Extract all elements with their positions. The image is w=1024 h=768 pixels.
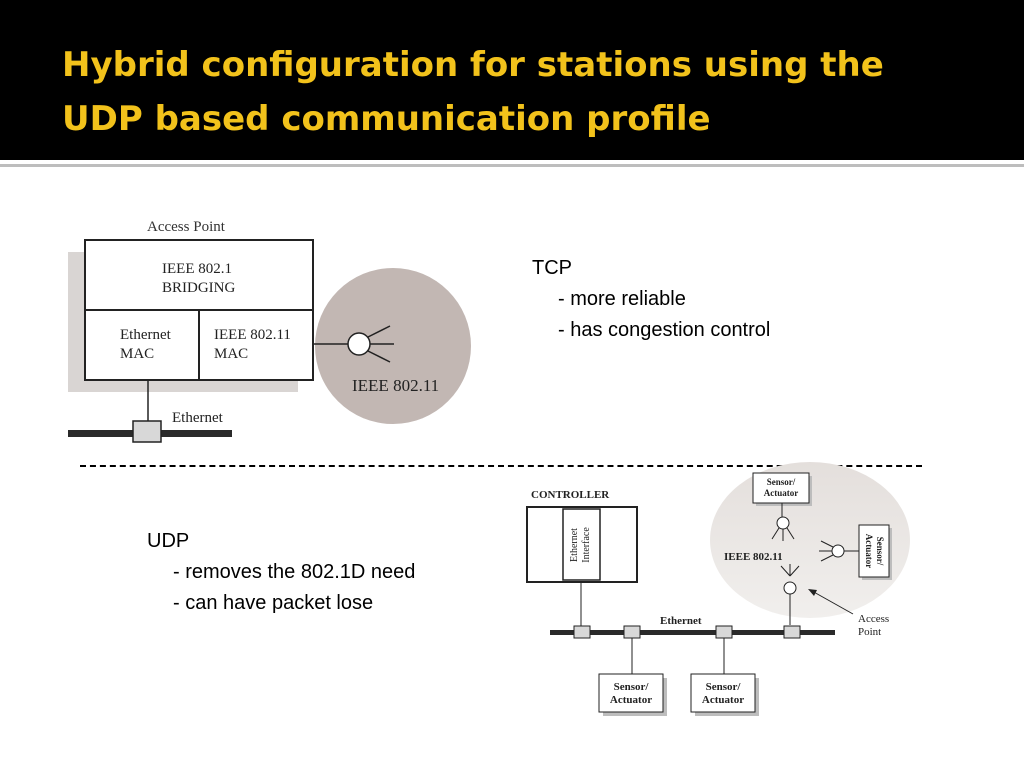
wireless-sensor-actuator-top: Sensor/ Actuator <box>752 472 812 506</box>
controller-ethernet-bus <box>550 630 835 635</box>
sensor-label-line1: Sensor/ <box>614 681 650 693</box>
tcp-notes: TCP - more reliable - has congestion con… <box>532 253 770 346</box>
ethernet-tap <box>783 625 801 639</box>
access-point-callout-line1: Access <box>858 613 889 625</box>
sensor-label-line2: Actuator <box>702 694 744 706</box>
wlan-mac-line1: IEEE 802.11 <box>214 327 291 343</box>
ethernet-mac-line1: Ethernet <box>120 327 172 343</box>
antenna-icon <box>347 325 394 363</box>
bridging-line1: IEEE 802.1 <box>162 261 232 277</box>
ethernet-tap <box>573 625 591 639</box>
udp-heading: UDP <box>147 530 190 552</box>
udp-point-8021d: - removes the 802.1D need <box>173 561 416 583</box>
wireless-label: IEEE 802.11 <box>352 376 439 395</box>
wired-sensor-actuator-1: Sensor/ Actuator <box>598 673 667 716</box>
ethernet-interface-text: Ethernet Interface <box>569 527 592 563</box>
sensor-label-line1: Sensor/ <box>706 681 742 693</box>
ethernet-tap <box>715 625 733 639</box>
wired-sensor-actuator-2: Sensor/ Actuator <box>690 673 759 716</box>
title-bar: Hybrid configuration for stations using … <box>0 0 1024 160</box>
wireless-coverage-circle <box>315 268 471 424</box>
sensor-label-line1: Sensor/ <box>875 537 885 566</box>
ethernet-tap <box>132 420 162 443</box>
tcp-point-congestion: - has congestion control <box>558 319 771 341</box>
access-point-antenna-icon <box>780 564 800 595</box>
access-point-callout-line2: Point <box>858 626 881 638</box>
sensor-label-line1: Sensor/ <box>767 477 796 487</box>
ethernet-mac-line2: MAC <box>120 346 154 362</box>
tcp-heading: TCP <box>532 257 572 279</box>
tcp-point-reliable: - more reliable <box>558 288 686 310</box>
title-underline <box>0 164 1024 167</box>
sensor-label-line2: Actuator <box>864 534 874 569</box>
udp-notes: UDP - removes the 802.1D need - can have… <box>147 526 415 619</box>
bridging-line2: BRIDGING <box>162 280 235 296</box>
sensor-label-line2: Actuator <box>610 694 652 706</box>
interface-line1: Ethernet <box>569 528 580 562</box>
access-point-arrowhead <box>808 589 817 596</box>
ethernet-interface-box <box>562 508 601 581</box>
access-point-label: Access Point <box>147 219 226 235</box>
section-divider <box>80 465 922 467</box>
antenna-icon <box>819 540 845 562</box>
sensor-label-line2: Actuator <box>764 488 799 498</box>
interface-line2: Interface <box>581 527 592 563</box>
wireless-zone-label: IEEE 802.11 <box>724 551 783 563</box>
udp-point-packet-loss: - can have packet lose <box>173 592 374 614</box>
ethernet-label: Ethernet <box>172 410 224 426</box>
wireless-sensor-actuator-right: Sensor/ Actuator <box>858 524 892 580</box>
wlan-mac-line2: MAC <box>214 346 248 362</box>
controller-ethernet-label: Ethernet <box>660 615 702 627</box>
access-point-pointer <box>811 590 854 615</box>
controller-label: CONTROLLER <box>531 489 610 501</box>
ethernet-tap <box>623 625 641 639</box>
antenna-icon <box>771 516 795 541</box>
slide-title: Hybrid configuration for stations using … <box>62 45 884 139</box>
